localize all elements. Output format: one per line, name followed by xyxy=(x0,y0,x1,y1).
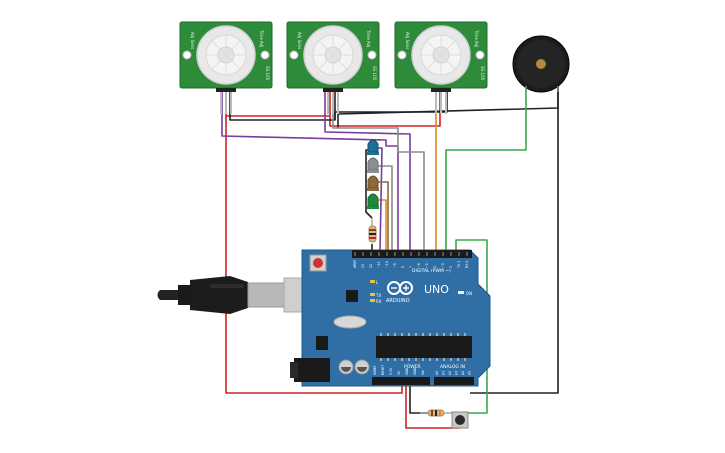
analog-pin-label: A3 xyxy=(455,371,459,375)
resistor-led xyxy=(368,218,377,243)
led-green xyxy=(367,193,379,209)
digital-pin-label: 12 xyxy=(369,264,373,268)
arduino-board: ARDUINO UNO DIGITAL (PWM ~) POWER ANALOG… xyxy=(290,249,491,387)
analog-pin-label: A2 xyxy=(448,371,452,375)
digital-pin-label: ~9 xyxy=(393,263,397,268)
wire-red-5v-main xyxy=(225,92,403,394)
digital-label: DIGITAL (PWM ~) xyxy=(412,268,451,274)
digital-pin-label: 13 xyxy=(361,264,365,268)
wire-green-buzzer xyxy=(445,86,527,252)
digital-pin-label: ~3 xyxy=(441,263,445,268)
analog-pin-label: A4 xyxy=(461,371,465,375)
digital-pin-label: 7 xyxy=(409,266,413,268)
on-label: ON xyxy=(466,291,472,296)
dc-jack xyxy=(294,358,330,382)
pir-model: SS-105 xyxy=(480,66,485,81)
aref-label: AREF xyxy=(353,260,357,268)
wire-black-button xyxy=(409,382,428,414)
arduino-logo-icon xyxy=(387,281,413,295)
analog-pin-label: A1 xyxy=(442,371,446,375)
power-pin-label: RESET xyxy=(381,365,385,375)
pir-sensor-1: Adj Sens Time Adj SS-105 xyxy=(179,21,273,114)
power-pin-label: GND xyxy=(405,367,409,375)
wire-led-common xyxy=(365,149,373,219)
wire-brown-led xyxy=(378,181,389,252)
voltage-regulator xyxy=(316,336,328,350)
analog-pin-label: A5 xyxy=(468,371,472,375)
pir-label-right: Time Adj xyxy=(474,29,479,47)
digital-pin-label: RX 0 xyxy=(465,261,469,268)
power-pin-label: 5V xyxy=(397,370,401,375)
digital-pin-label: ~10 xyxy=(385,261,389,268)
pir-label-right: Time Adj xyxy=(259,29,264,47)
digital-pin-label: 8 xyxy=(401,266,405,268)
led-gray xyxy=(367,157,379,173)
analog-header xyxy=(434,377,474,385)
wire-gray-led xyxy=(378,165,393,252)
wire-orange-led xyxy=(378,199,387,252)
digital-pin-label: ~5 xyxy=(425,263,429,268)
power-pin-label: 3.3V xyxy=(389,367,393,375)
power-header xyxy=(372,377,430,385)
pir-label-right: Time Adj xyxy=(366,29,371,47)
usb-chip xyxy=(346,290,358,302)
digital-pin-label: ~6 xyxy=(417,263,421,268)
board-brand: ARDUINO xyxy=(386,298,410,304)
l-label: L xyxy=(376,280,379,285)
wire-black-to-buzzer xyxy=(337,86,559,128)
digital-pin-label: 4 xyxy=(433,266,437,268)
wire-red-button xyxy=(405,382,460,429)
wire-green-button xyxy=(455,239,488,414)
pir-model: SS-105 xyxy=(372,66,377,81)
analog-label: ANALOG IN xyxy=(440,364,465,370)
rx-label: RX xyxy=(376,299,382,304)
power-pin-label: GND xyxy=(413,367,417,375)
pir-label-left: Adj Sens xyxy=(297,32,302,49)
crystal xyxy=(333,315,367,329)
wires xyxy=(221,86,559,429)
wire-led-blue xyxy=(378,147,383,253)
push-button xyxy=(451,411,469,429)
analog-pin-label: A0 xyxy=(435,371,439,375)
led-blue xyxy=(367,139,379,155)
digital-pin-label: ~11 xyxy=(377,261,381,268)
atmega-chip xyxy=(376,336,472,358)
power-label: POWER xyxy=(404,364,421,370)
led-brown xyxy=(367,175,379,191)
pir-sensor-3: Adj Sens Time Adj SS-105 xyxy=(394,21,488,114)
digital-pin-label: TX 1 xyxy=(457,261,461,269)
power-pin-label: IOREF xyxy=(373,365,377,375)
wire-black-buzzer-down xyxy=(470,86,559,394)
power-pin-label: Vin xyxy=(421,370,425,375)
buzzer xyxy=(512,35,570,93)
pir-sensor-2: Adj Sens Time Adj SS-105 xyxy=(286,21,380,114)
pir-label-left: Adj Sens xyxy=(190,32,195,49)
wire-red-pir-bus xyxy=(226,92,441,127)
wire-gray-pir2 xyxy=(332,92,425,252)
tx-label: TX xyxy=(375,293,381,298)
resistor-button xyxy=(420,409,452,417)
digital-pin-label: 2 xyxy=(449,266,453,268)
board-model: UNO xyxy=(424,283,449,296)
wire-purple-pir2 xyxy=(324,92,411,252)
wire-purple-pir1 xyxy=(221,92,399,252)
pir-label-left: Adj Sens xyxy=(405,32,410,49)
pir-model: SS-105 xyxy=(265,66,270,81)
